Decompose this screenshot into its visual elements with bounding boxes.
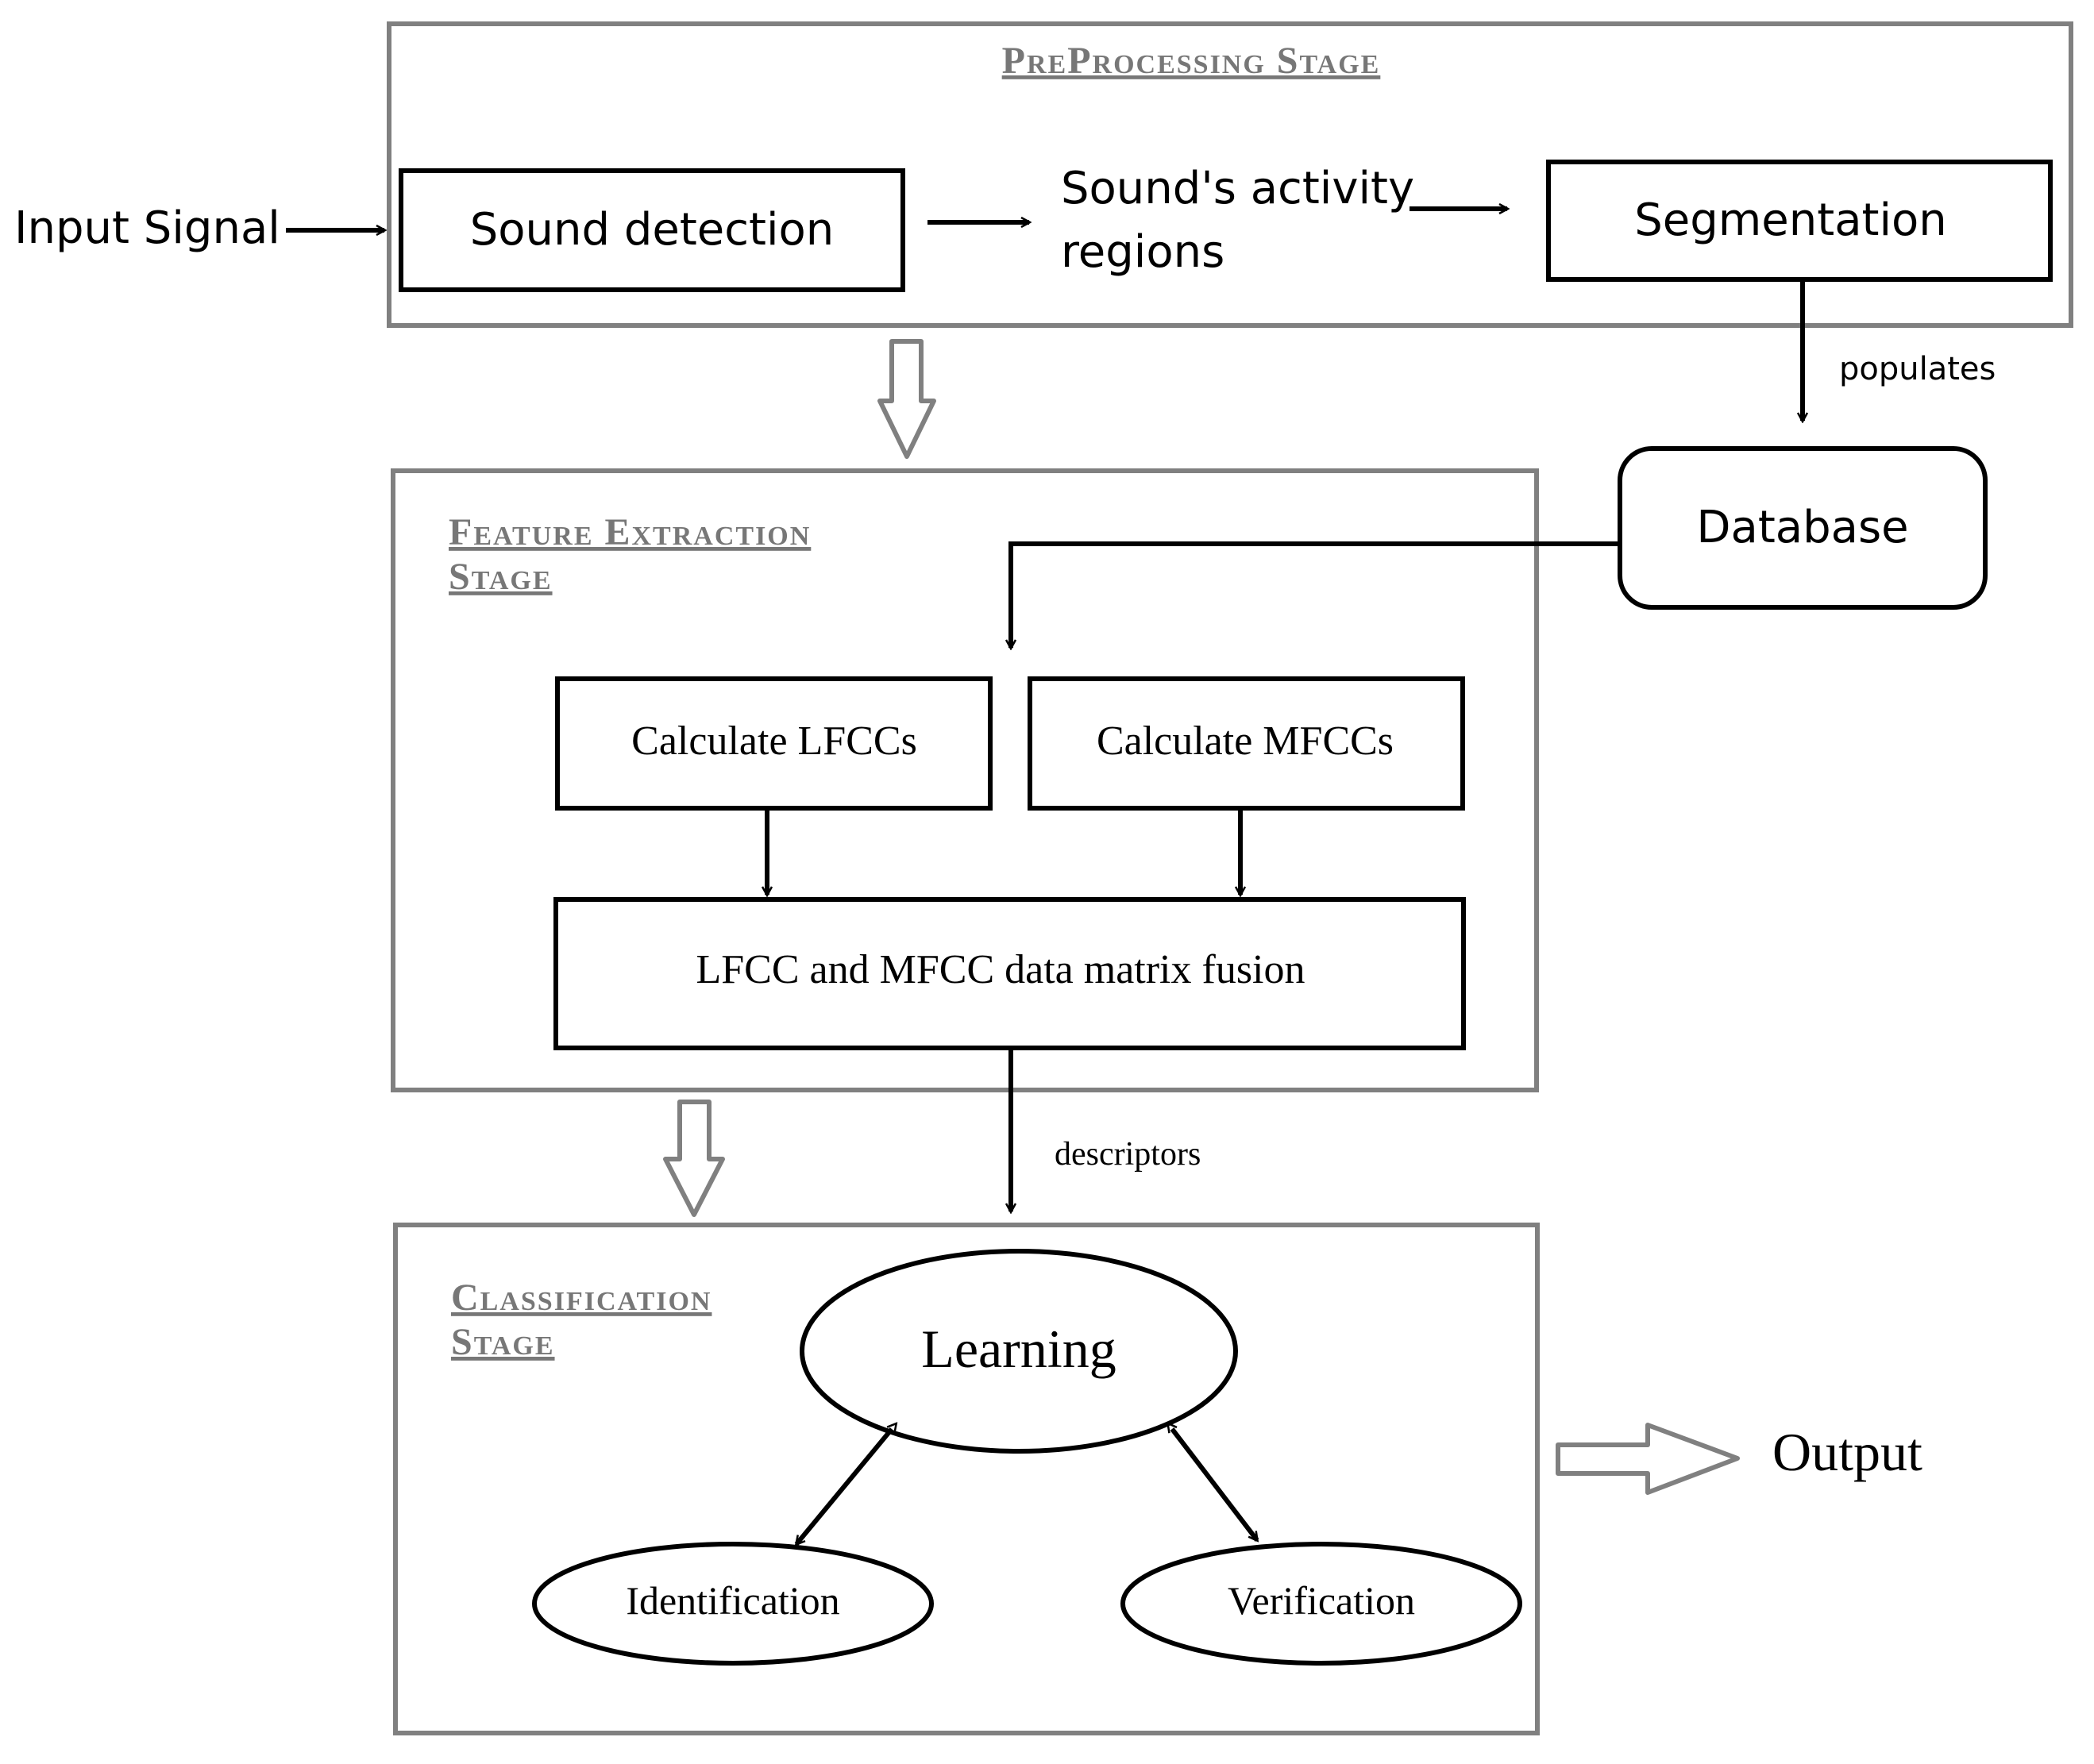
- populates-label: populates: [1839, 351, 1996, 387]
- classification-stage-title-line1: Classification: [451, 1277, 711, 1319]
- sound-detection-label: Sound detection: [470, 204, 835, 256]
- output-label: Output: [1772, 1422, 1922, 1482]
- verification-label: Verification: [1228, 1578, 1415, 1623]
- classification-stage-box: [393, 1223, 1540, 1735]
- database-to-features-arrow: [1011, 541, 1620, 648]
- sound-detection-box: [399, 168, 905, 292]
- preprocessing-stage-title: PreProcessing Stage: [1002, 40, 1381, 82]
- verification-node: [1120, 1542, 1522, 1666]
- identification-label: Identification: [626, 1578, 839, 1623]
- calculate-lfccs-box: [555, 676, 993, 811]
- calculate-mfccs-label: Calculate MFCCs: [1097, 718, 1394, 764]
- calculate-lfccs-label: Calculate LFCCs: [631, 718, 917, 764]
- classification-stage-title-line2: Stage: [451, 1321, 555, 1363]
- classification-to-output-hollow-arrow: [1556, 1423, 1740, 1495]
- learning-verification-double-arrow: [1172, 1429, 1259, 1540]
- preprocessing-stage-box: [387, 21, 2073, 328]
- preprocessing-to-features-hollow-arrow: [877, 339, 936, 459]
- learning-identification-double-arrow: [794, 1429, 892, 1544]
- activity-regions-label-line2: regions: [1061, 226, 1224, 278]
- learning-label: Learning: [921, 1319, 1116, 1379]
- fusion-box: [553, 897, 1466, 1050]
- identification-node: [532, 1542, 934, 1666]
- segmentation-label: Segmentation: [1634, 195, 1947, 246]
- input-signal-label: Input Signal: [14, 202, 280, 254]
- database-label: Database: [1696, 502, 1908, 553]
- feature-extraction-stage-title-line1: Feature Extraction: [449, 511, 811, 553]
- fusion-label: LFCC and MFCC data matrix fusion: [696, 947, 1305, 992]
- database-box: [1618, 446, 1988, 610]
- segmentation-box: [1546, 160, 2053, 282]
- descriptors-label: descriptors: [1055, 1136, 1201, 1173]
- learning-node: [800, 1249, 1238, 1454]
- activity-regions-label-line1: Sound's activity: [1061, 163, 1414, 214]
- calculate-mfccs-box: [1028, 676, 1465, 811]
- features-to-classification-hollow-arrow: [663, 1100, 725, 1217]
- feature-extraction-stage-title-line2: Stage: [449, 556, 553, 598]
- feature-extraction-stage-box: [391, 468, 1539, 1092]
